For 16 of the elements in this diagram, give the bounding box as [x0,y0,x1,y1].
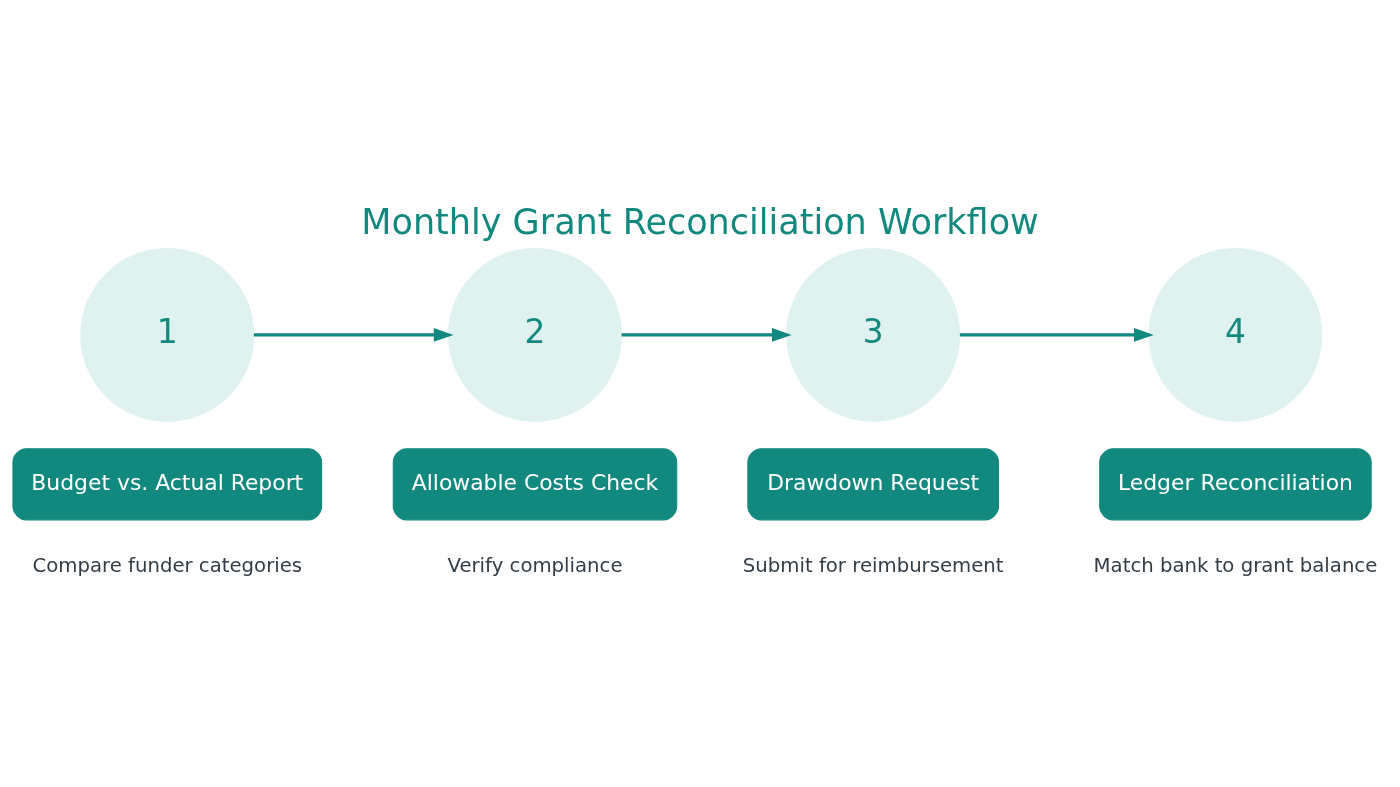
arrow [621,327,792,342]
arrow [959,327,1154,342]
node-label: Submit for reimbursement [742,553,1004,577]
node-label: Compare funder categories [32,553,303,577]
arrow [253,327,454,342]
node-box: Ledger Reconciliation [1099,447,1372,520]
node-label: Verify compliance [447,553,623,577]
diagram-title: Monthly Grant Reconciliation Workflow [361,200,1039,242]
node-circle: 2 [448,247,622,422]
node-circle: 4 [1148,247,1323,422]
node-box: Drawdown Request [747,447,1000,520]
node-box: Allowable Costs Check [392,447,678,520]
node-circle: 3 [786,247,961,422]
node-box: Budget vs. Actual Report [12,447,323,520]
node-circle: 1 [80,247,255,422]
node-label: Match bank to grant balance [1093,553,1378,577]
